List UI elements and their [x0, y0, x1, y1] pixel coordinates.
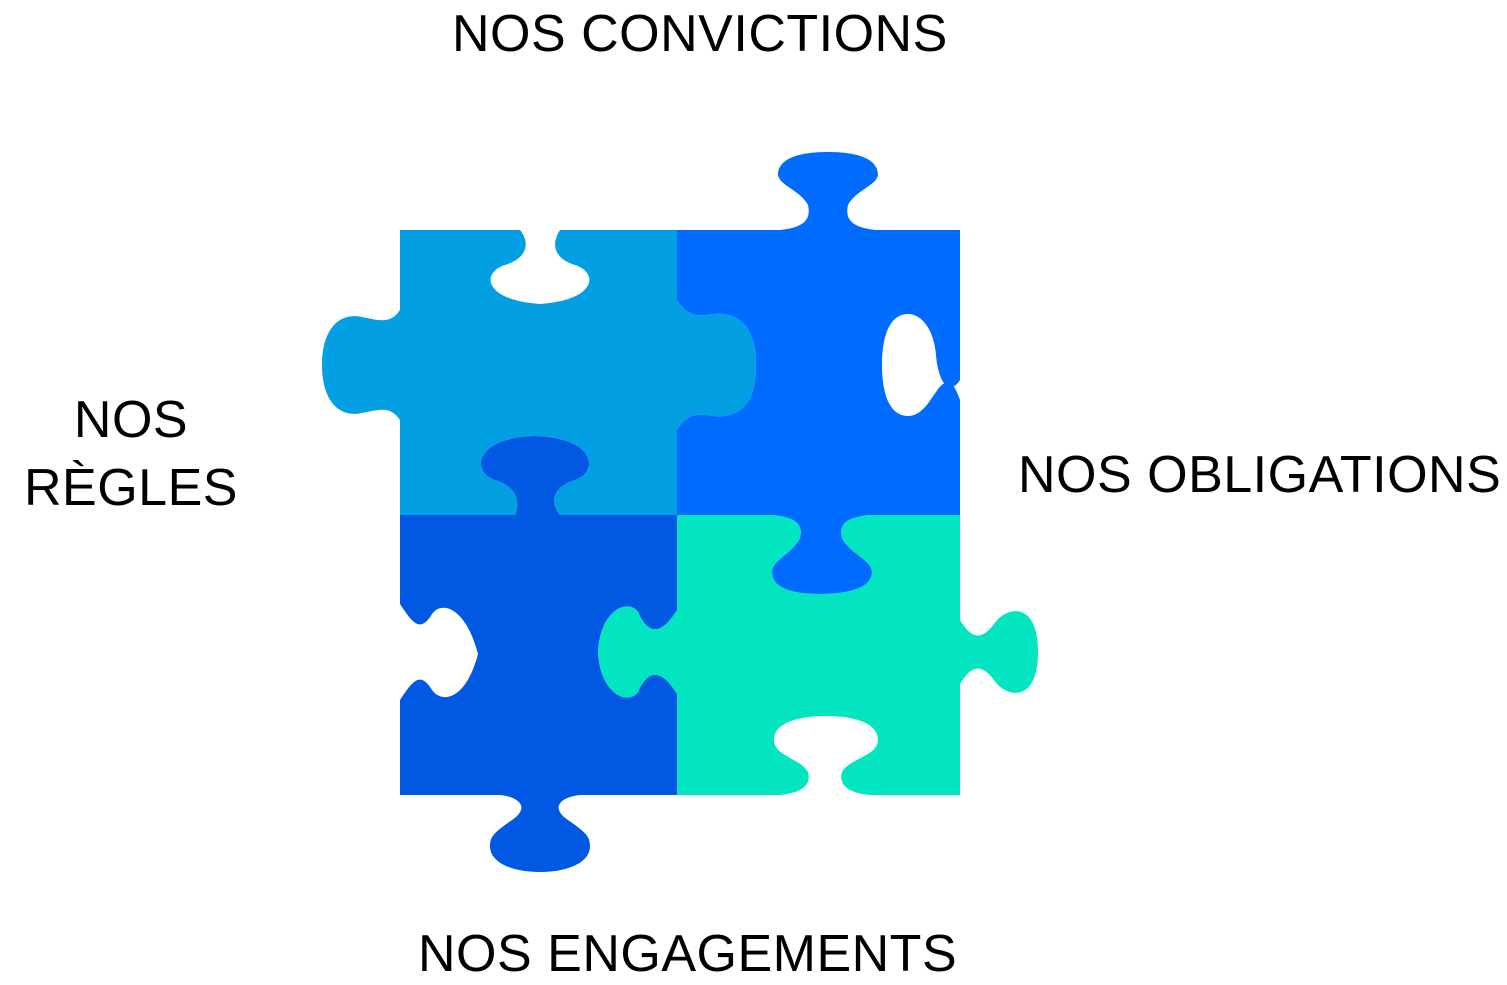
- label-nos-regles-line2: RÈGLES: [24, 459, 238, 517]
- label-nos-engagements: NOS ENGAGEMENTS: [418, 925, 958, 983]
- puzzle-piece-top-right: [677, 152, 960, 594]
- label-nos-regles-line1: NOS: [73, 391, 189, 449]
- puzzle-piece-bottom-right: [598, 515, 1038, 795]
- puzzle-piece-top-left: [322, 230, 756, 515]
- label-nos-convictions: NOS CONVICTIONS: [452, 5, 948, 63]
- puzzle-piece-bottom-left: [400, 436, 677, 872]
- label-nos-regles: NOS RÈGLES: [24, 386, 238, 522]
- label-nos-obligations: NOS OBLIGATIONS: [1018, 446, 1502, 504]
